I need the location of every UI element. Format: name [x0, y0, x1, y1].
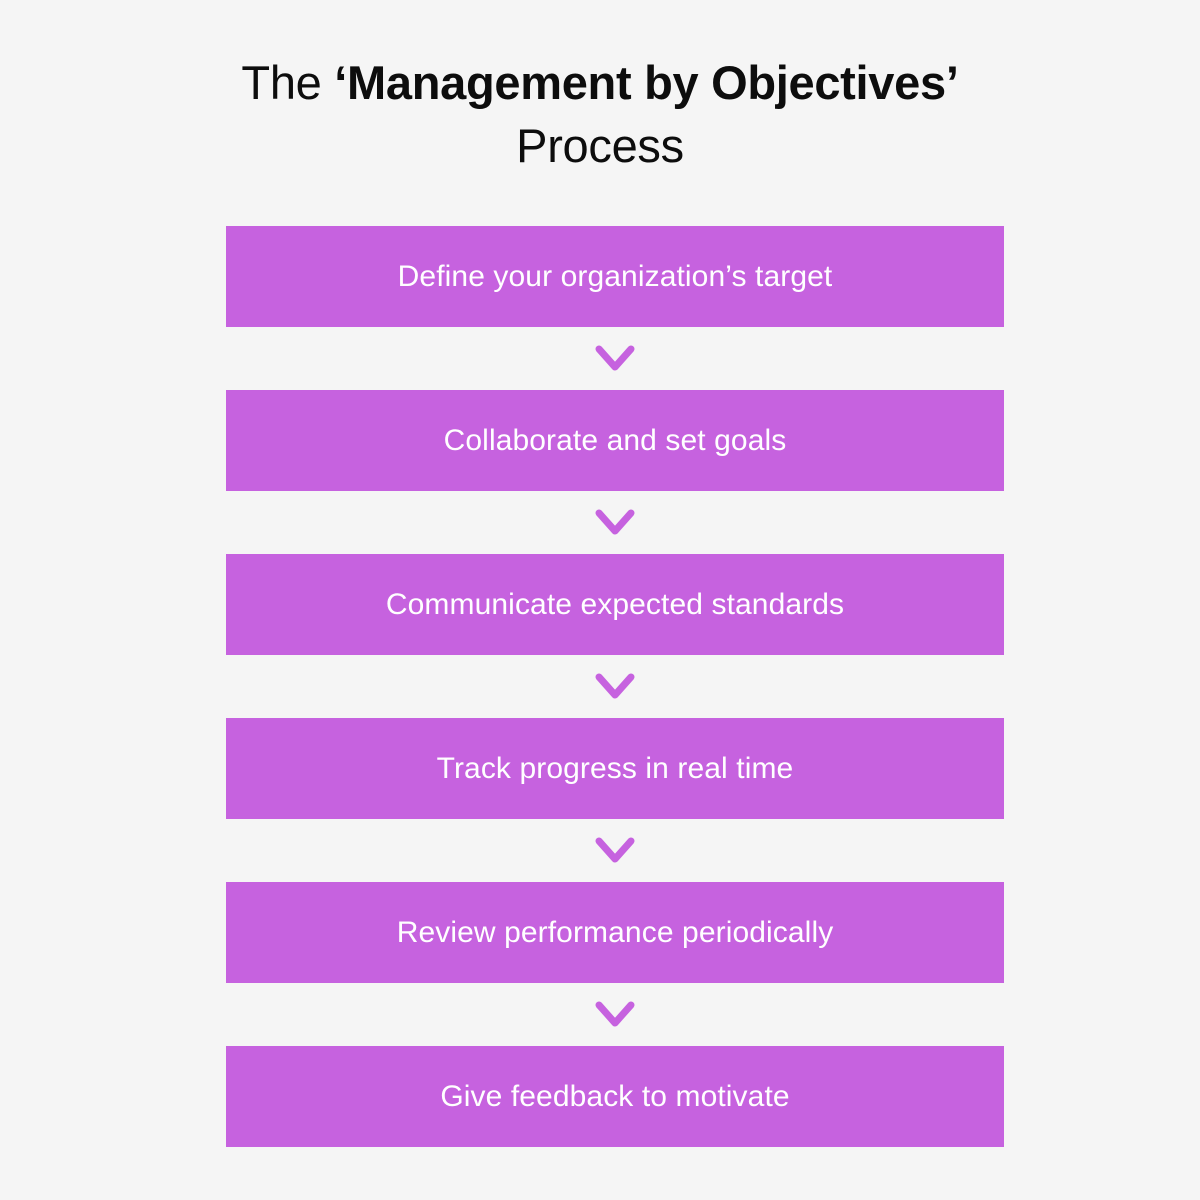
connector-3: [226, 655, 1004, 718]
title-line-2: Process: [516, 118, 684, 172]
connector-1: [226, 327, 1004, 390]
title-line-1: The ‘Management by Objectives’: [0, 52, 1200, 115]
page-title: The ‘Management by Objectives’ Process: [0, 52, 1200, 178]
title-prefix: The: [241, 56, 335, 109]
title-emphasis: ‘Management by Objectives’: [334, 56, 959, 109]
connector-2: [226, 491, 1004, 554]
process-step-5[interactable]: Review performance periodically: [226, 882, 1004, 983]
process-flow: Define your organization’s target Collab…: [226, 226, 1004, 1147]
chevron-down-icon: [595, 509, 635, 535]
process-step-6[interactable]: Give feedback to motivate: [226, 1046, 1004, 1147]
process-step-1-label: Define your organization’s target: [397, 259, 833, 293]
chevron-down-icon: [595, 345, 635, 371]
connector-4: [226, 819, 1004, 882]
connector-5: [226, 983, 1004, 1046]
process-step-5-label: Review performance periodically: [396, 915, 834, 949]
process-step-6-label: Give feedback to motivate: [440, 1079, 790, 1113]
process-step-1[interactable]: Define your organization’s target: [226, 226, 1004, 327]
process-step-2-label: Collaborate and set goals: [443, 423, 787, 457]
process-step-4[interactable]: Track progress in real time: [226, 718, 1004, 819]
process-step-3[interactable]: Communicate expected standards: [226, 554, 1004, 655]
chevron-down-icon: [595, 837, 635, 863]
chevron-down-icon: [595, 673, 635, 699]
chevron-down-icon: [595, 1001, 635, 1027]
process-step-4-label: Track progress in real time: [436, 751, 794, 785]
process-step-2[interactable]: Collaborate and set goals: [226, 390, 1004, 491]
process-step-3-label: Communicate expected standards: [385, 587, 845, 621]
